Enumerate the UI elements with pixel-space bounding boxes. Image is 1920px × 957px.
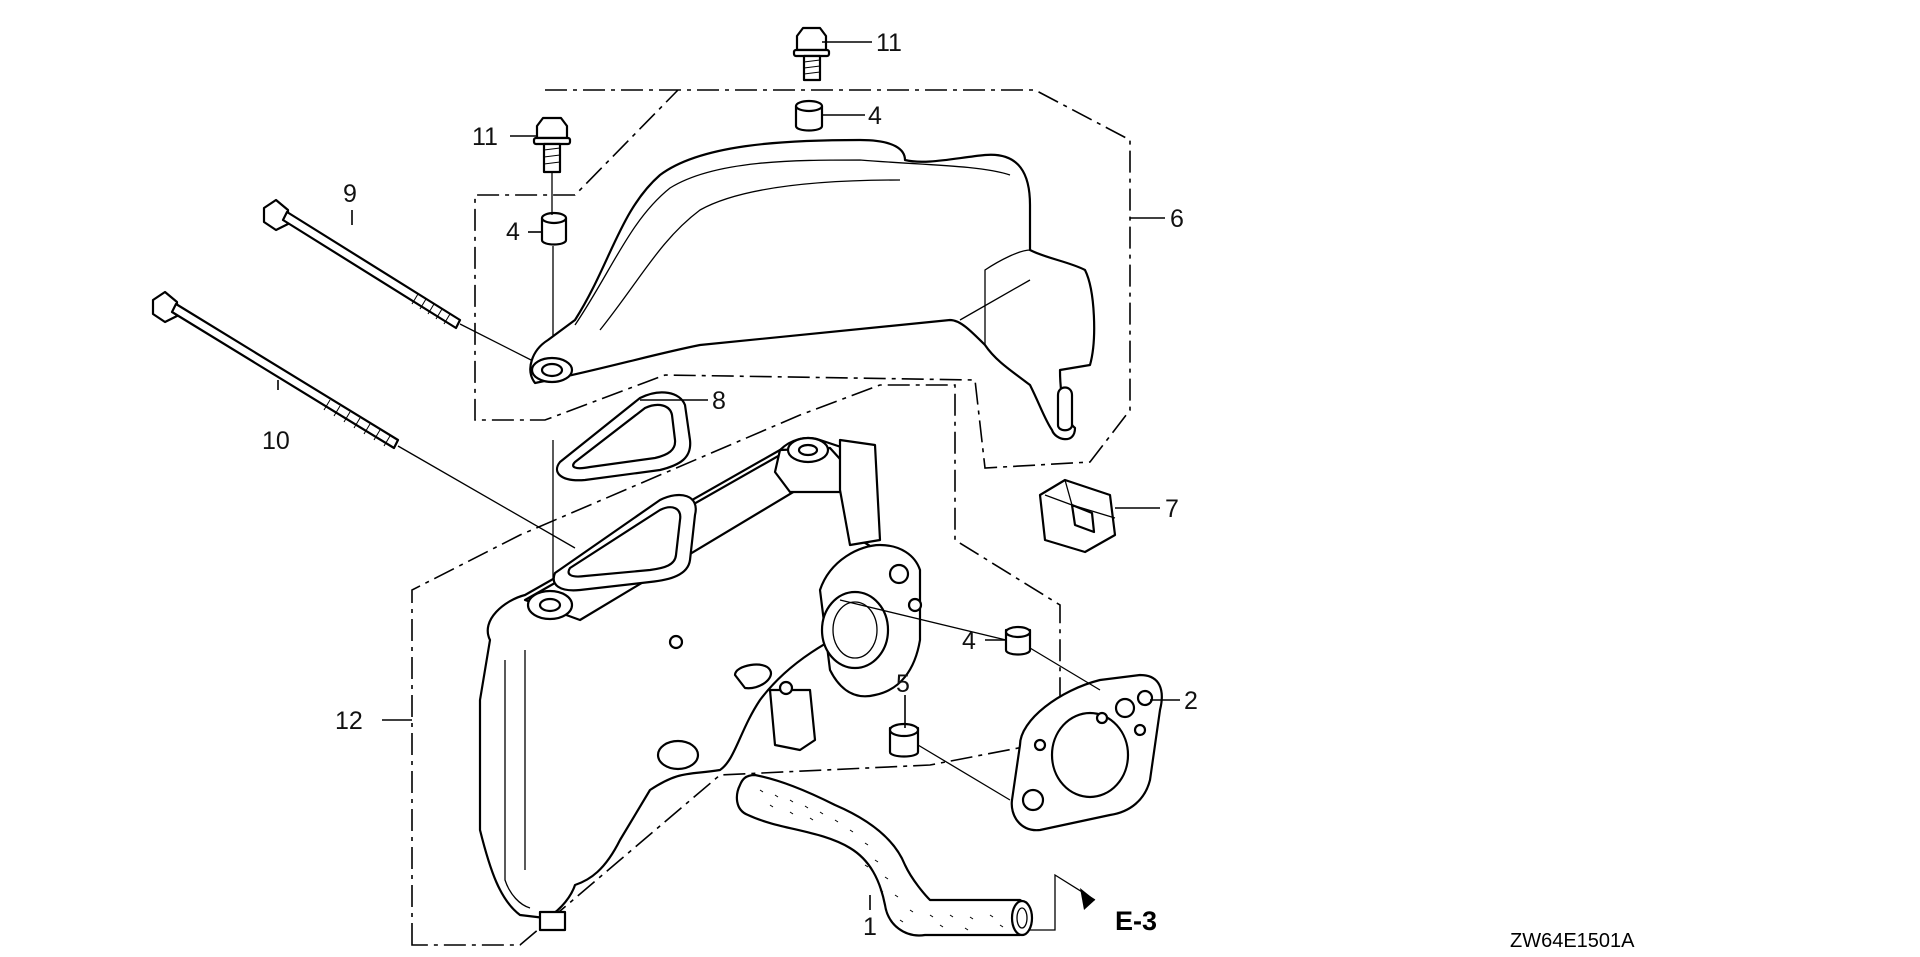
drawing-code: ZW64E1501A bbox=[1510, 930, 1635, 952]
collar-4-left bbox=[540, 211, 568, 246]
callout-10: 10 bbox=[262, 427, 290, 455]
callout-4-top: 4 bbox=[868, 102, 882, 130]
callout-2: 2 bbox=[1184, 687, 1198, 715]
gasket-2 bbox=[1010, 673, 1163, 832]
callout-11-left: 11 bbox=[472, 123, 498, 151]
air-cleaner-case-12 bbox=[478, 436, 923, 932]
bolt-11-top bbox=[792, 26, 831, 82]
leader-lines bbox=[277, 41, 1180, 910]
rubber-block-7 bbox=[1038, 478, 1117, 554]
callout-11-top: 11 bbox=[876, 29, 902, 57]
callouts: 11 4 11 9 4 6 8 10 7 4 5 2 12 1 bbox=[262, 29, 1198, 941]
bolt-11-left bbox=[532, 116, 572, 174]
breather-hose-1 bbox=[735, 773, 1034, 937]
callout-4-right: 4 bbox=[962, 627, 976, 655]
collar-5 bbox=[888, 722, 920, 758]
bolt-10 bbox=[151, 290, 576, 549]
callout-6: 6 bbox=[1170, 205, 1184, 233]
bolt-9 bbox=[262, 198, 536, 363]
callout-12: 12 bbox=[335, 707, 363, 735]
collar-4-top bbox=[794, 99, 824, 132]
gasket-8 bbox=[555, 391, 692, 482]
callout-1: 1 bbox=[863, 913, 877, 941]
callout-4-left: 4 bbox=[506, 218, 520, 246]
reference-label: E-3 bbox=[1115, 906, 1157, 936]
callout-5: 5 bbox=[896, 670, 910, 698]
callout-9: 9 bbox=[343, 180, 357, 208]
air-cleaner-cover-6 bbox=[529, 138, 1096, 441]
reference-arrow-e3: E-3 bbox=[1028, 873, 1157, 936]
collar-4-right bbox=[1004, 625, 1032, 656]
assembly-boundary-lines bbox=[411, 89, 1131, 946]
callout-7: 7 bbox=[1165, 495, 1179, 523]
callout-8: 8 bbox=[712, 387, 726, 415]
